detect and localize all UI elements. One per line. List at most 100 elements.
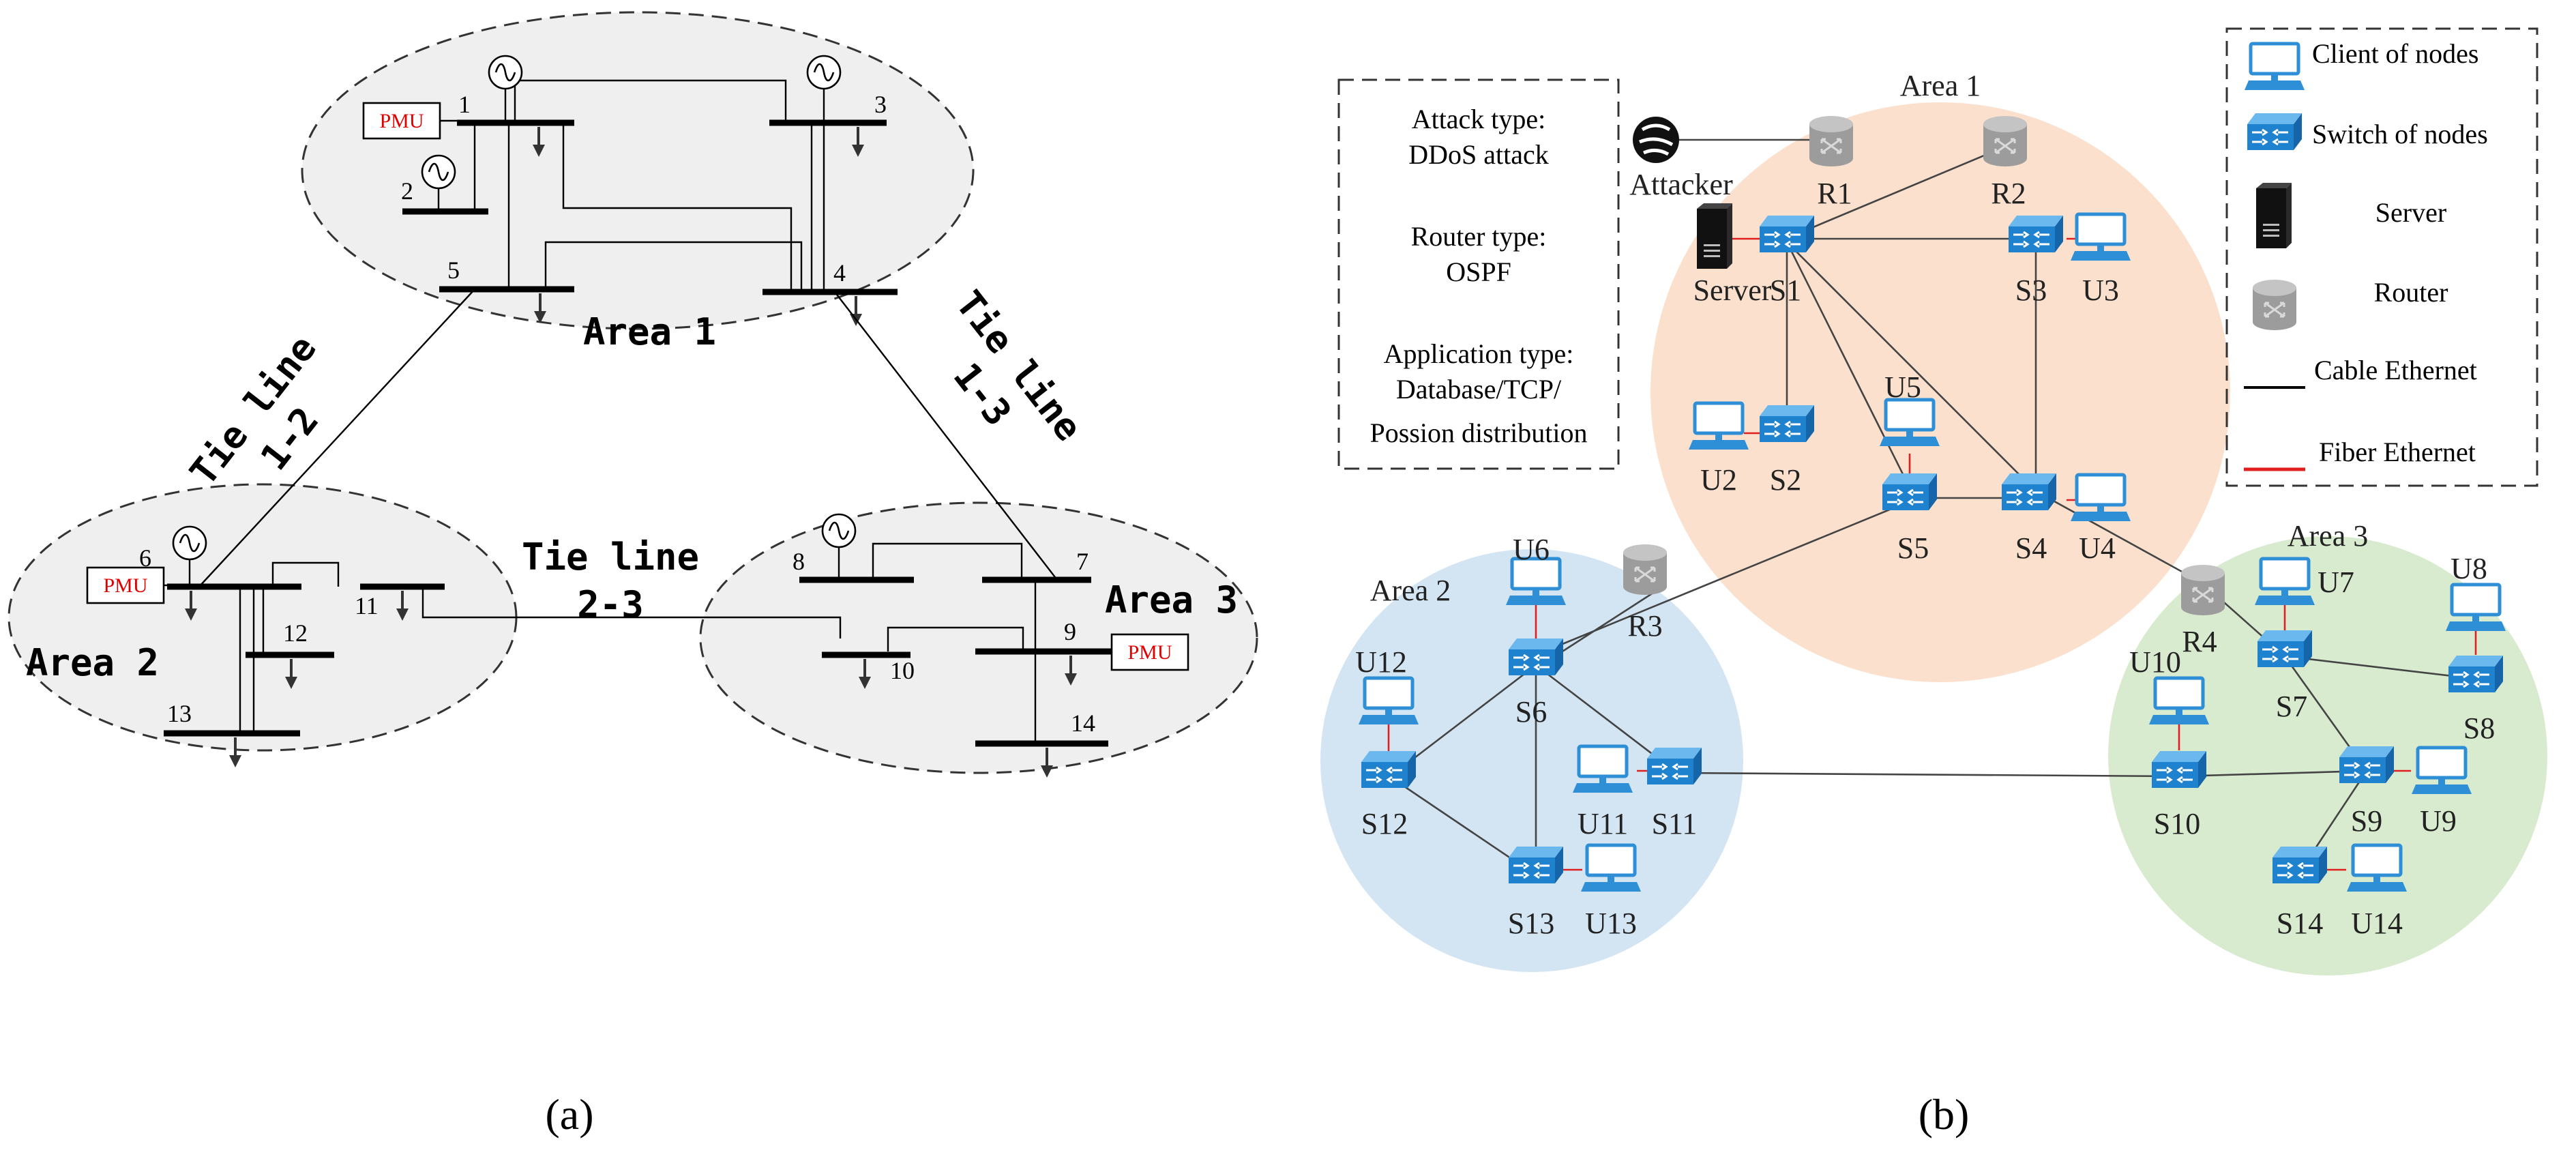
client-u12-icon: [1359, 678, 1419, 724]
generator-bus6-icon: [172, 525, 207, 561]
legend-client-label: Client of nodes: [2312, 38, 2478, 69]
info-box-text: Attack type: DDoS attack Router type: OS…: [1370, 104, 1588, 448]
u13-label: U13: [1585, 907, 1637, 940]
application-type-title: Application type:: [1384, 338, 1574, 369]
u7-label: U7: [2318, 566, 2354, 599]
bus-number-3: 3: [874, 91, 887, 118]
bus-number-13: 13: [167, 700, 192, 727]
s3-label: S3: [2015, 274, 2047, 307]
server-icon: [1697, 203, 1732, 269]
switch-s10-icon: [2150, 750, 2208, 789]
bus-number-9: 9: [1064, 618, 1076, 645]
s7-label: S7: [2276, 690, 2307, 723]
area3-title: Area 3: [2288, 519, 2369, 553]
client-u2-icon: [1689, 403, 1749, 450]
area2-label: Area 2: [26, 641, 159, 684]
generator-bus1-icon: [488, 55, 523, 90]
bus-number-1: 1: [458, 91, 471, 118]
application-type-line2: Database/TCP/: [1396, 374, 1562, 405]
server-label: Server: [1693, 274, 1772, 307]
u4-label: U4: [2079, 531, 2116, 565]
panel-a-caption: (a): [545, 1090, 593, 1139]
area2-title: Area 2: [1370, 574, 1451, 607]
switch-s8-icon: [2447, 654, 2504, 694]
u12-label: U12: [1355, 645, 1407, 679]
area1-circle: [1650, 102, 2230, 682]
legend-router-label: Router: [2374, 277, 2448, 308]
router-type-title: Router type:: [1411, 221, 1547, 252]
router-r1-icon: [1808, 115, 1854, 168]
info-box: [1337, 78, 1620, 470]
s9-label: S9: [2351, 804, 2382, 838]
client-u5-icon: [1880, 400, 1940, 446]
s13-label: S13: [1508, 907, 1554, 940]
bus-number-14: 14: [1071, 709, 1095, 737]
u3-label: U3: [2082, 274, 2119, 307]
client-u8-icon: [2446, 585, 2506, 631]
generator-bus3-icon: [806, 55, 842, 90]
switch-s5-icon: [1881, 472, 1938, 512]
u5-label: U5: [1884, 370, 1921, 404]
u11-label: U11: [1578, 807, 1628, 840]
r4-label: R4: [2182, 625, 2217, 658]
client-u9-icon: [2412, 748, 2472, 794]
client-u13-icon: [1581, 845, 1641, 892]
router-r3-icon: [1622, 543, 1668, 596]
legend-cable-label: Cable Ethernet: [2314, 355, 2477, 385]
u8-label: U8: [2451, 552, 2487, 585]
switch-s11-icon: [1646, 746, 1703, 786]
pmu-bus1-label: PMU: [379, 110, 424, 132]
legend-server-label: Server: [2375, 197, 2446, 228]
switch-s12-icon: [1360, 750, 1417, 789]
pmu-bus9-label: PMU: [1127, 641, 1172, 664]
panel-b-caption: (b): [1919, 1090, 1970, 1139]
panel-a-power-system: PMU 1 2 3 4 5 Area 1 Tie line 1-2 Tie li…: [8, 11, 1258, 1139]
pmu-bus6-box: [86, 566, 165, 604]
bus-number-10: 10: [890, 657, 915, 684]
area1-ellipse: [301, 11, 975, 330]
pmu-bus6-label: PMU: [103, 574, 147, 597]
bus-number-5: 5: [447, 256, 460, 284]
pmu-bus9-box: [1110, 633, 1189, 671]
router-type-value: OSPF: [1446, 256, 1511, 287]
attacker-label: Attacker: [1629, 168, 1733, 201]
legend-box: [2225, 27, 2538, 487]
u9-label: U9: [2420, 804, 2457, 838]
client-u10-icon: [2149, 678, 2209, 724]
attack-type-title: Attack type:: [1412, 104, 1546, 134]
legend-server-icon: [2256, 183, 2292, 248]
r1-label: R1: [1817, 177, 1852, 210]
router-r2-icon: [1982, 115, 2028, 168]
attacker-icon: [1633, 117, 1679, 163]
s14-label: S14: [2277, 907, 2323, 940]
switch-s4-icon: [2000, 472, 2058, 512]
client-u7-icon: [2255, 559, 2315, 605]
tie-line-1-2: [198, 289, 475, 587]
bus-number-4: 4: [833, 259, 846, 287]
tie-line-2-3-id: 2-3: [577, 583, 644, 626]
u2-label: U2: [1700, 463, 1737, 497]
area2-circle: [1320, 549, 1743, 972]
s11-label: S11: [1652, 807, 1698, 840]
attack-type-value: DDoS attack: [1408, 139, 1549, 170]
r2-label: R2: [1991, 177, 2026, 210]
legend-client-icon: [2245, 44, 2305, 90]
router-r4-icon: [2180, 563, 2226, 617]
r3-label: R3: [1627, 609, 1662, 643]
s4-label: S4: [2015, 531, 2047, 565]
switch-s3-icon: [2007, 214, 2064, 254]
switch-s1-icon: [1758, 214, 1816, 254]
application-type-line3: Possion distribution: [1370, 417, 1588, 448]
legend-fiber-label: Fiber Ethernet: [2319, 437, 2476, 467]
area3-circle: [2108, 536, 2547, 975]
s12-label: S12: [1361, 807, 1408, 840]
legend-switch-label: Switch of nodes: [2312, 119, 2488, 149]
area3-label: Area 3: [1105, 578, 1238, 621]
client-u3-icon: [2071, 214, 2131, 261]
tie-line-1-3: [834, 291, 1058, 581]
s8-label: S8: [2463, 711, 2495, 745]
switch-s2-icon: [1758, 404, 1816, 443]
switch-s7-icon: [2256, 629, 2313, 669]
bus-number-12: 12: [283, 619, 308, 647]
client-u4-icon: [2071, 475, 2131, 521]
